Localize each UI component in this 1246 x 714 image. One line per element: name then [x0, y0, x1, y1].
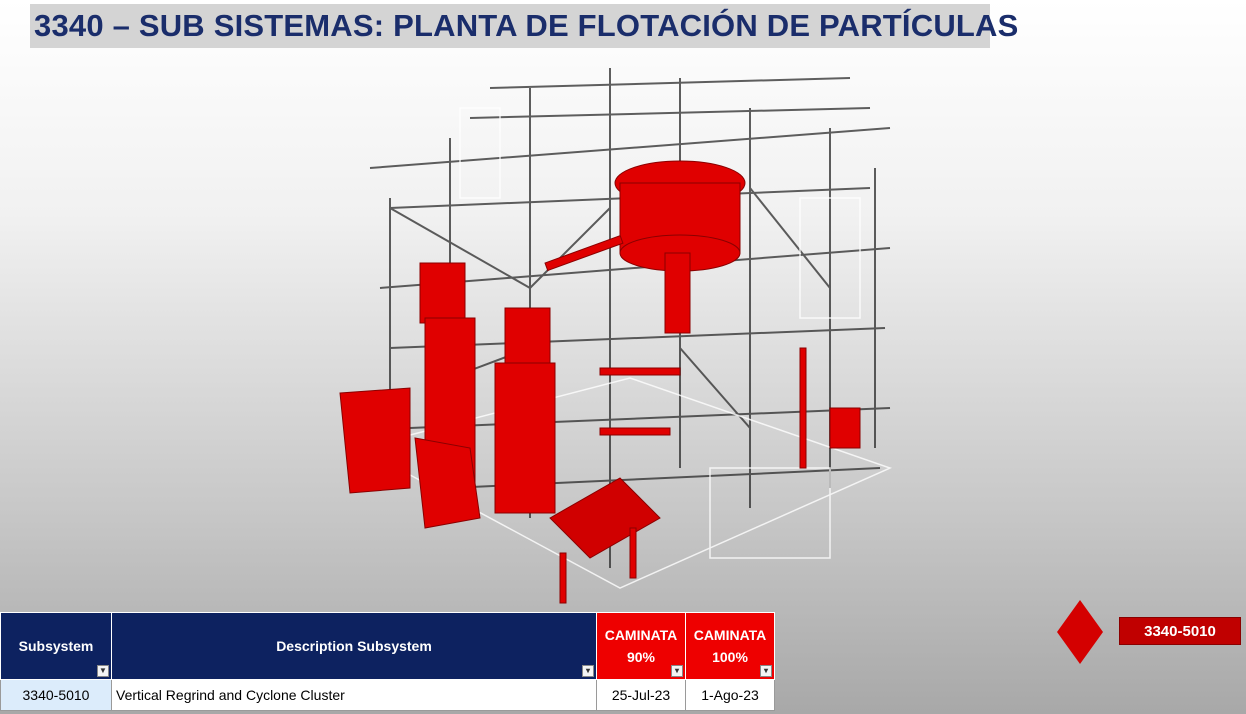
filter-dropdown-icon[interactable]: ▾ — [582, 665, 594, 677]
plant-3d-model-image — [339, 68, 893, 604]
page-title: 3340 – SUB SISTEMAS: PLANTA DE FLOTACIÓN… — [34, 8, 1019, 43]
header-caminata-100: CAMINATA 100% ▾ — [685, 612, 775, 680]
diamond-icon — [1057, 600, 1103, 664]
cell-caminata-100[interactable]: 1-Ago-23 — [685, 679, 775, 711]
cell-description[interactable]: Vertical Regrind and Cyclone Cluster — [111, 679, 597, 711]
subsystem-table: Subsystem ▼ Description Subsystem ▾ CAMI… — [0, 612, 775, 711]
header-caminata-90-line1: CAMINATA — [604, 627, 678, 643]
table-row: 3340-5010 Vertical Regrind and Cyclone C… — [0, 679, 775, 711]
header-subsystem-label: Subsystem — [18, 638, 94, 654]
filter-active-icon[interactable]: ▼ — [97, 665, 109, 677]
header-caminata-100-line1: CAMINATA — [693, 627, 767, 643]
cell-subsystem[interactable]: 3340-5010 — [0, 679, 112, 711]
header-caminata-100-line2: 100% — [712, 649, 748, 665]
header-description: Description Subsystem ▾ — [111, 612, 597, 680]
title-bar: 3340 – SUB SISTEMAS: PLANTA DE FLOTACIÓN… — [30, 4, 1018, 48]
cell-caminata-90[interactable]: 25-Jul-23 — [596, 679, 686, 711]
filter-dropdown-icon[interactable]: ▾ — [760, 665, 772, 677]
header-description-label: Description Subsystem — [276, 638, 432, 654]
header-caminata-90-line2: 90% — [626, 649, 656, 665]
header-subsystem: Subsystem ▼ — [0, 612, 112, 680]
subsystem-badge: 3340-5010 — [1119, 617, 1241, 645]
filter-dropdown-icon[interactable]: ▾ — [671, 665, 683, 677]
header-caminata-90: CAMINATA 90% ▾ — [596, 612, 686, 680]
